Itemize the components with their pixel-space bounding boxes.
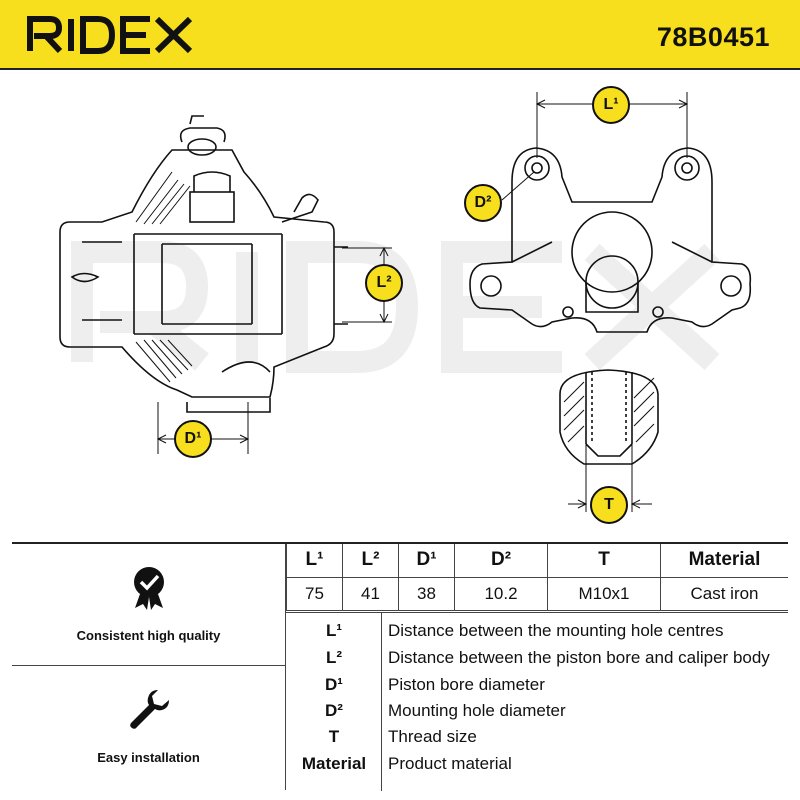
legend-key: D¹ (325, 675, 343, 694)
legend-divider (381, 613, 382, 791)
l1-marker: L¹ (592, 86, 630, 124)
section-hatch (135, 171, 193, 383)
feature-label: Easy installation (97, 750, 200, 765)
ridex-logo-mark (27, 16, 193, 54)
spec-header-l2: L² (342, 544, 399, 578)
spec-header-row: L¹ L² D¹ D² T Material (286, 544, 788, 578)
spec-header-d1: D¹ (398, 544, 455, 578)
spec-header-t: T (547, 544, 661, 578)
dimension-legend: L¹ Distance between the mounting hole ce… (286, 612, 788, 791)
legend-key: T (328, 727, 340, 746)
l2-marker: L² (365, 264, 403, 302)
legend-key: D² (325, 701, 343, 720)
product-info-panel: Consistent high quality Easy installatio… (12, 542, 788, 791)
spec-value-l1: 75 (286, 576, 343, 611)
feature-quality: Consistent high quality (12, 544, 285, 665)
caliper-drawing (59, 92, 752, 512)
spec-value-d1: 38 (398, 576, 455, 611)
d1-marker: D¹ (174, 420, 212, 458)
header-bar: 78B0451 (0, 0, 800, 70)
legend-row: D² Mounting hole diameter (286, 698, 788, 724)
legend-key: L¹ (325, 621, 343, 640)
legend-key: L² (325, 648, 343, 667)
legend-text: Thread size (388, 727, 477, 746)
feature-label: Consistent high quality (76, 628, 221, 643)
t-marker: T (590, 486, 628, 524)
checkmark-badge-icon (134, 567, 164, 610)
legend-row: Material Product material (286, 751, 788, 777)
legend-text: Piston bore diameter (388, 675, 545, 694)
feature-list: Consistent high quality Easy installatio… (12, 544, 285, 790)
part-number: 78B0451 (656, 22, 770, 52)
legend-key: Material (301, 754, 367, 773)
legend-row: L¹ Distance between the mounting hole ce… (286, 618, 788, 644)
feature-installation: Easy installation (12, 666, 285, 790)
thread-hatch (563, 377, 655, 443)
spec-value-t: M10x1 (547, 576, 661, 611)
thread-port-section (559, 369, 659, 465)
caliper-rear-view (469, 147, 752, 333)
legend-row: T Thread size (286, 724, 788, 750)
ridex-logo (26, 14, 196, 59)
legend-row: D¹ Piston bore diameter (286, 672, 788, 698)
legend-text: Product material (388, 754, 512, 773)
ridex-watermark-graphic (71, 241, 720, 373)
legend-text: Mounting hole diameter (388, 701, 566, 720)
spec-header-material: Material (660, 544, 788, 578)
t-dimension-line (568, 444, 652, 512)
d2-leader-line (501, 171, 535, 201)
legend-row: L² Distance between the piston bore and … (286, 645, 788, 671)
spec-value-l2: 41 (342, 576, 399, 611)
spec-header-l1: L¹ (286, 544, 343, 578)
vertical-divider (285, 544, 286, 790)
technical-drawing: L¹ L² D¹ D² T (12, 72, 788, 540)
spec-header-d2: D² (454, 544, 548, 578)
caliper-section-view (59, 115, 348, 413)
legend-text: Distance between the mounting hole centr… (388, 621, 724, 640)
wrench-icon (130, 690, 169, 729)
spec-value-material: Cast iron (660, 576, 788, 611)
legend-text: Distance between the piston bore and cal… (388, 648, 770, 667)
spec-value-d2: 10.2 (454, 576, 548, 611)
spec-table: L¹ L² D¹ D² T Material 75 41 38 10.2 M10… (286, 544, 788, 611)
d2-marker: D² (464, 184, 502, 222)
feature-divider (12, 665, 285, 666)
spec-value-row: 75 41 38 10.2 M10x1 Cast iron (286, 576, 788, 611)
